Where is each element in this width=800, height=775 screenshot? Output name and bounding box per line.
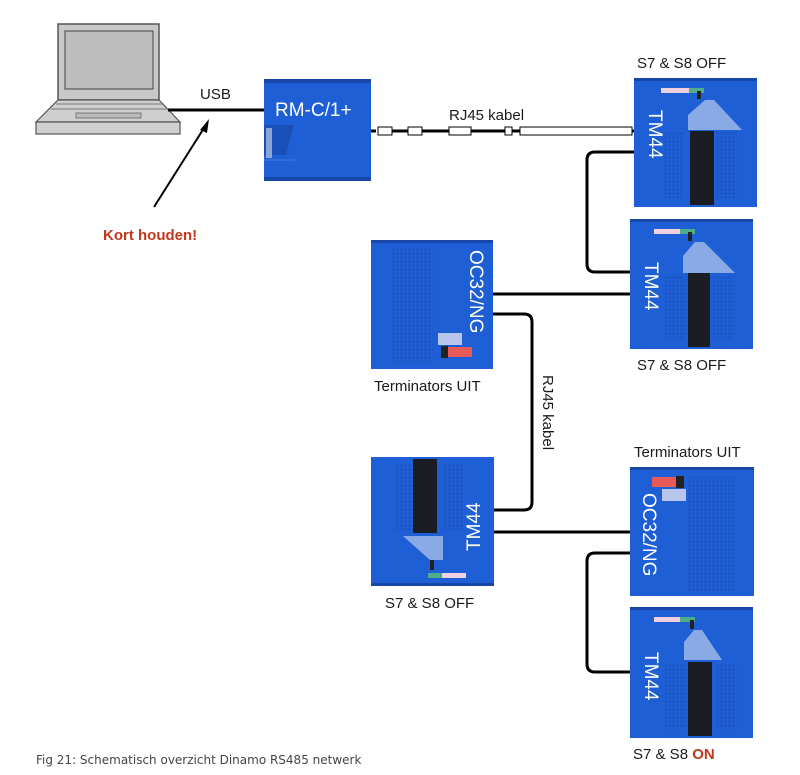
device-name: TM44 <box>464 502 485 551</box>
cable-oc32b-tm44d <box>585 551 630 674</box>
device-tm44-b: TM44 S7 & S8 OFF <box>630 219 753 374</box>
cable-tm44a-tm44b <box>585 150 634 274</box>
device-name: TM44 <box>640 262 661 311</box>
rj45-label-top: RJ45 kabel <box>449 107 524 124</box>
figure-caption: Fig 21: Schematisch overzicht Dinamo RS4… <box>36 753 361 767</box>
rj45-cable-vertical <box>493 312 534 512</box>
device-rmc: RM-C/1+ <box>264 79 371 181</box>
short-note: Kort houden! <box>103 227 197 244</box>
device-caption: Terminators UIT <box>374 378 481 395</box>
device-name: OC32/NG <box>465 250 486 333</box>
usb-label: USB <box>200 86 231 103</box>
device-caption: Terminators UIT <box>634 444 741 461</box>
device-oc32-a: OC32/NG Terminators UIT <box>371 240 493 395</box>
device-name: TM44 <box>644 110 665 159</box>
short-cable-arrow <box>153 119 209 208</box>
caption-prefix: S7 & S8 <box>633 746 692 763</box>
caption-state-on: ON <box>692 746 715 763</box>
device-caption: S7 & S8 OFF <box>385 595 474 612</box>
device-name: TM44 <box>640 652 661 701</box>
laptop-icon <box>34 23 182 135</box>
device-caption: S7 & S8 ON <box>633 746 715 763</box>
rj45-cable-top <box>371 126 634 136</box>
device-tm44-d: TM44 S7 & S8 ON <box>630 607 753 763</box>
device-tm44-a: S7 & S8 OFF TM44 <box>634 55 757 207</box>
device-tm44-c: TM44 S7 & S8 OFF <box>371 457 494 612</box>
rj45-label-vertical: RJ45 kabel <box>539 375 556 450</box>
device-caption: S7 & S8 OFF <box>637 357 726 374</box>
device-caption: S7 & S8 OFF <box>637 55 726 72</box>
device-name: RM-C/1+ <box>275 100 352 121</box>
device-oc32-b: Terminators UIT OC32/NG <box>630 444 754 596</box>
device-name: OC32/NG <box>638 493 659 576</box>
